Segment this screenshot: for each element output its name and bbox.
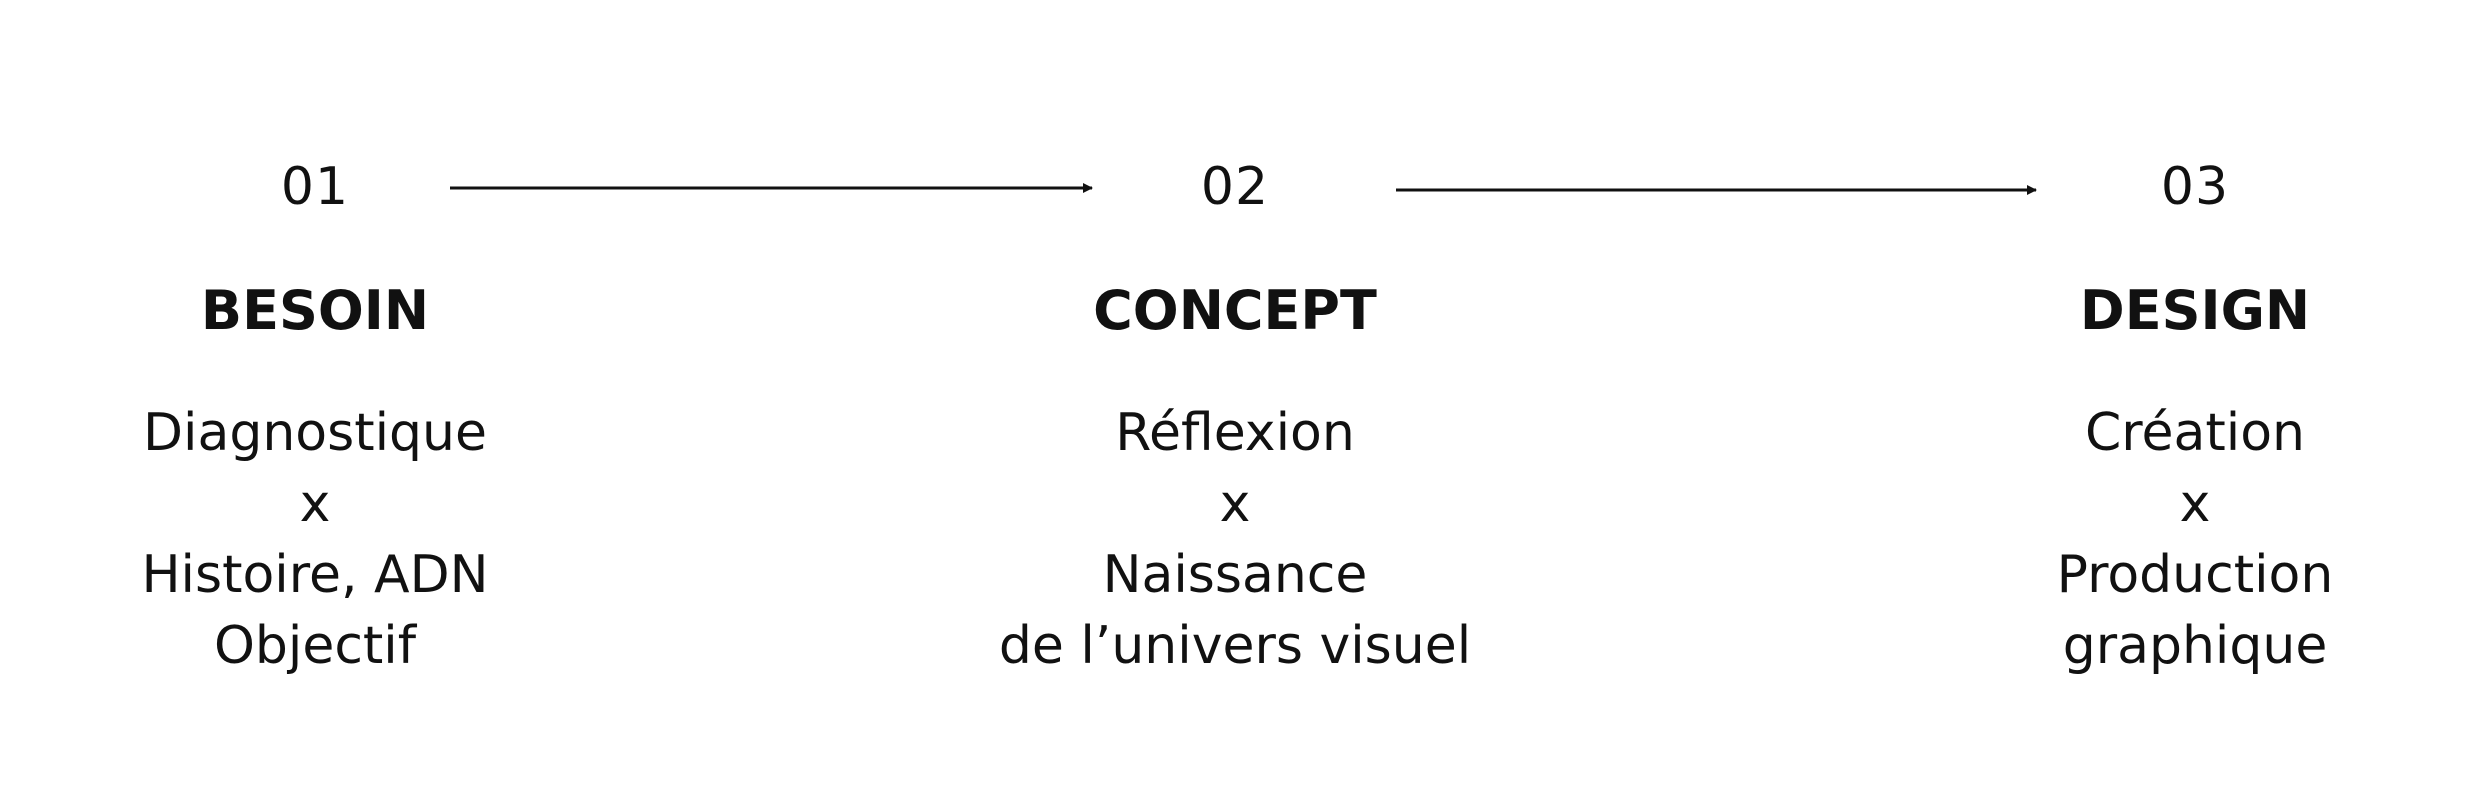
- description-line: Réflexion: [1115, 403, 1355, 463]
- description-line: Histoire, ADN: [141, 545, 489, 605]
- step-number: 03: [2160, 157, 2230, 217]
- description-line: Création: [2084, 403, 2305, 463]
- step-description: Diagnostique x Histoire, ADN Objectif: [5, 398, 625, 682]
- step-number: 01: [280, 157, 350, 217]
- step-title: DESIGN: [2079, 279, 2311, 342]
- description-line: Naissance: [1102, 545, 1368, 605]
- description-line: Production: [2056, 545, 2334, 605]
- description-line: graphique: [2062, 616, 2328, 676]
- description-line: de l’univers visuel: [998, 616, 1472, 676]
- description-line: Objectif: [213, 616, 417, 676]
- step-title: BESOIN: [200, 279, 430, 342]
- step-description: Création x Production graphique: [1885, 398, 2490, 682]
- description-line: x: [299, 474, 331, 534]
- step-title: CONCEPT: [1093, 279, 1377, 342]
- description-line: Diagnostique: [142, 403, 488, 463]
- step-description: Réflexion x Naissance de l’univers visue…: [925, 398, 1545, 682]
- step-number: 02: [1200, 157, 1270, 217]
- description-line: x: [1219, 474, 1251, 534]
- description-line: x: [2179, 474, 2211, 534]
